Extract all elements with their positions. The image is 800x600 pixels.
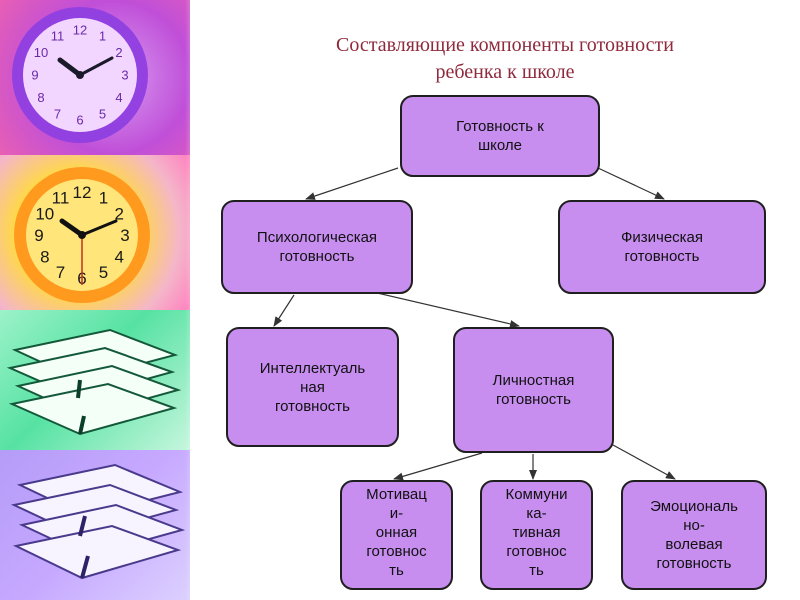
clock-numeral: 4 bbox=[114, 248, 123, 267]
slide-title: Составляющие компоненты готовности ребен… bbox=[240, 32, 770, 86]
clock-numeral: 12 bbox=[73, 183, 92, 202]
slide-title-line-1: Составляющие компоненты готовности bbox=[336, 34, 674, 56]
purple-books-image bbox=[0, 450, 190, 600]
clock-numeral: 7 bbox=[54, 107, 61, 122]
clock-numeral: 11 bbox=[51, 29, 65, 44]
slide-title-line-2: ребенка к школе bbox=[435, 61, 575, 83]
node-school-readiness: Готовность к школе bbox=[400, 95, 600, 177]
clock-numeral: 10 bbox=[35, 205, 54, 224]
clock-numeral: 2 bbox=[114, 205, 123, 224]
connector-personal-emotional bbox=[612, 444, 676, 480]
hour-hand bbox=[57, 57, 83, 78]
node-psychological-readiness: Психологическая готовность bbox=[221, 200, 413, 294]
hour-hand bbox=[59, 218, 85, 238]
clock-numeral: 1 bbox=[99, 189, 108, 208]
green-books-image bbox=[0, 310, 190, 450]
minute-hand bbox=[78, 56, 114, 77]
node-communicative-readiness: Коммуни ка- тивная готовнос ть bbox=[480, 480, 593, 590]
connector-personal-motivational bbox=[393, 452, 483, 481]
node-personal-readiness: Личностная готовность bbox=[453, 327, 614, 453]
clock-numeral: 1 bbox=[99, 29, 106, 44]
connector-psychological-intellectual bbox=[273, 294, 295, 327]
node-physical-readiness: Физическая готовность bbox=[558, 200, 766, 294]
clock-numeral: 11 bbox=[52, 189, 70, 208]
clock-numeral: 7 bbox=[56, 263, 65, 282]
clock-numeral: 6 bbox=[76, 113, 83, 128]
clock-numeral: 5 bbox=[99, 263, 108, 282]
connector-readiness-physical bbox=[597, 167, 665, 200]
clock-numeral: 9 bbox=[31, 68, 38, 83]
clock-center bbox=[76, 71, 84, 79]
connector-psychological-personal bbox=[372, 291, 520, 328]
minute-hand bbox=[80, 219, 118, 237]
clock-numeral: 5 bbox=[99, 107, 106, 122]
clock-numeral: 3 bbox=[120, 226, 129, 245]
clock-numeral: 2 bbox=[115, 45, 122, 60]
books-illustration bbox=[10, 463, 186, 580]
clock-numeral: 4 bbox=[115, 90, 122, 105]
node-intellectual-readiness: Интеллектуаль ная готовность bbox=[226, 327, 399, 447]
clock-center bbox=[78, 231, 86, 239]
clock-numeral: 10 bbox=[34, 45, 48, 60]
clock-numeral: 3 bbox=[121, 68, 128, 83]
clock-numeral: 8 bbox=[37, 90, 44, 105]
books-illustration bbox=[6, 328, 182, 436]
node-emotional-volitional-readiness: Эмоциональ но- волевая готовность bbox=[621, 480, 767, 590]
clock-numeral: 9 bbox=[34, 226, 43, 245]
clock-numeral: 12 bbox=[73, 23, 87, 38]
clock-numeral: 8 bbox=[40, 248, 49, 267]
connector-readiness-psychological bbox=[305, 167, 399, 200]
node-motivational-readiness: Мотивац и- онная готовнос ть bbox=[340, 480, 453, 590]
